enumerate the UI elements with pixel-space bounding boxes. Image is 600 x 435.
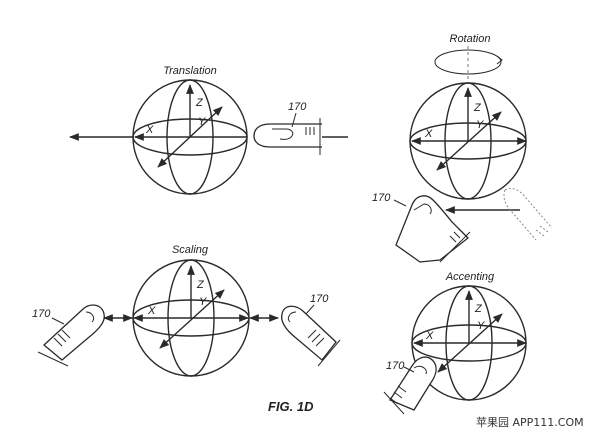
scaling-right-finger [280, 305, 341, 367]
translation-axis-z: Z [195, 97, 204, 109]
accenting-axis-x: X [425, 330, 434, 342]
scaling-panel: Scaling Z Y X 170 170 [32, 244, 341, 377]
rotation-ghost-finger [503, 187, 553, 241]
watermark: 苹果园 APP111.COM [476, 415, 584, 429]
translation-axis-y: Y [198, 116, 206, 128]
scaling-sphere: Z Y X [132, 259, 250, 377]
scaling-left-ref-leader [51, 317, 65, 325]
scaling-right-ref-leader [305, 304, 315, 315]
accenting-panel: Accenting Z Y X 170 [383, 271, 527, 415]
translation-axis-x: X [145, 124, 154, 136]
rotation-title: Rotation [450, 33, 491, 45]
scaling-left-ref-label: 170 [32, 308, 51, 320]
scaling-axis-x: X [147, 305, 156, 317]
rotation-ref-leader [393, 199, 407, 207]
translation-ref-leader [291, 112, 297, 128]
scaling-axis-z: Z [196, 279, 205, 291]
accenting-finger [383, 356, 437, 415]
rotation-finger [395, 195, 471, 263]
accenting-ref-leader [403, 366, 415, 373]
accenting-axis-z: Z [474, 303, 483, 315]
scaling-right-ref-label: 170 [310, 293, 329, 305]
accenting-title: Accenting [445, 271, 495, 283]
translation-title: Translation [163, 65, 217, 77]
accenting-ref-label: 170 [386, 360, 405, 372]
rotation-indicator [434, 46, 503, 80]
rotation-ref-label: 170 [372, 192, 391, 204]
translation-sphere: Z Y X [132, 79, 248, 195]
rotation-panel: Rotation Z Y X 170 [372, 33, 553, 263]
figure-caption: FIG. 1D [268, 399, 314, 414]
translation-ref-label: 170 [288, 101, 307, 113]
scaling-left-finger [37, 304, 105, 367]
accenting-sphere: Z Y X [411, 285, 527, 401]
scaling-axis-y: Y [199, 296, 207, 308]
rotation-axis-z: Z [473, 102, 482, 114]
scaling-title: Scaling [172, 244, 209, 256]
rotation-axis-x: X [424, 128, 433, 140]
rotation-axis-y: Y [476, 119, 484, 131]
translation-finger [253, 118, 322, 155]
rotation-sphere: Z Y X [409, 82, 527, 200]
accenting-axis-y: Y [477, 320, 485, 332]
translation-panel: Translation Z Y X 170 [69, 65, 348, 195]
